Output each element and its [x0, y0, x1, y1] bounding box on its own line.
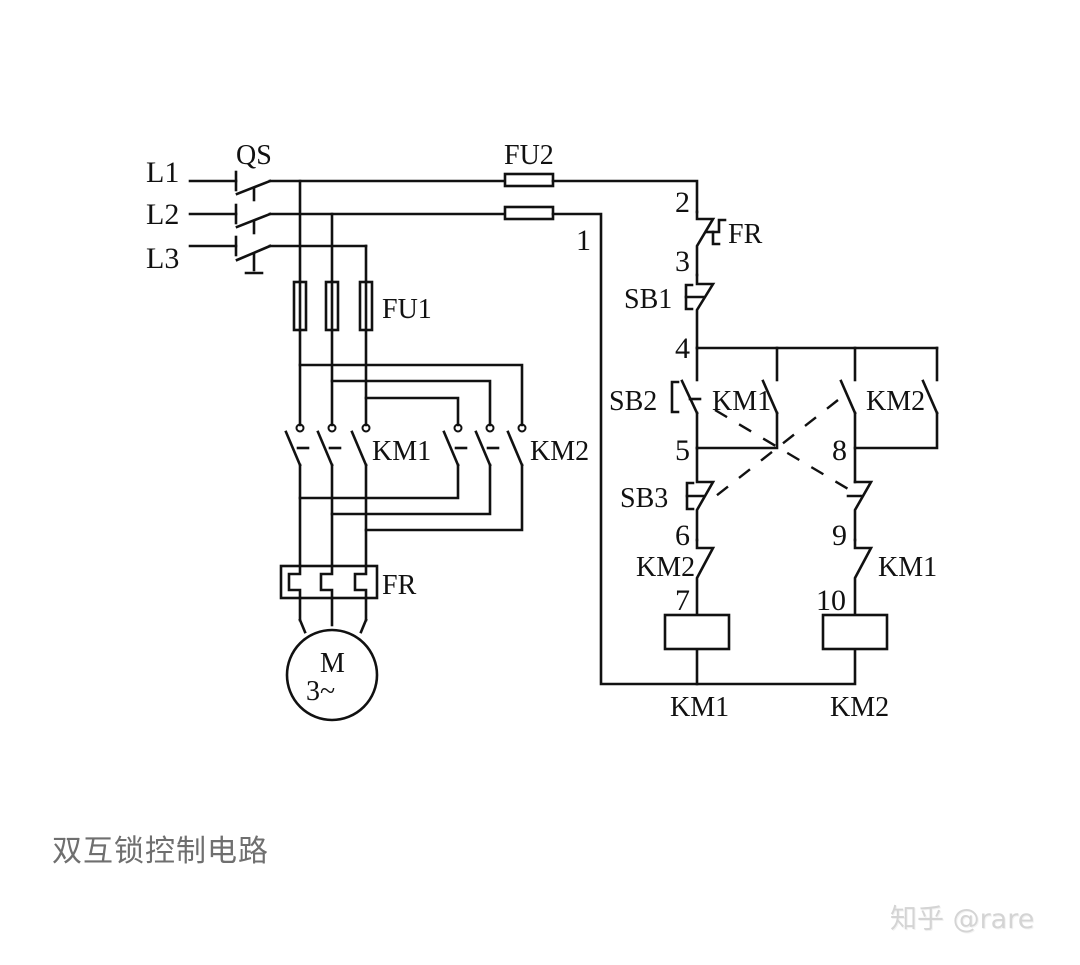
node-6: 6 [675, 519, 690, 552]
fuses-fu1 [292, 280, 374, 332]
label-SB3: SB3 [620, 483, 668, 514]
node-9: 9 [832, 519, 847, 552]
interlock-links [714, 399, 861, 498]
label-KM2-aux: KM2 [866, 386, 925, 417]
label-SB2: SB2 [609, 386, 657, 417]
label-SB1: SB1 [624, 284, 672, 315]
motor-symbol: M [320, 648, 345, 679]
node-1: 1 [576, 224, 591, 257]
label-KM1-main: KM1 [372, 436, 431, 467]
label-KM2-interlock: KM2 [636, 552, 695, 583]
node-10: 10 [816, 584, 846, 617]
node-2: 2 [675, 186, 690, 219]
label-L1: L1 [146, 156, 179, 189]
isolator-switch-qs [188, 170, 272, 275]
control-wiring [551, 179, 939, 686]
label-KM1-aux: KM1 [712, 386, 771, 417]
motor [285, 628, 379, 722]
label-coil-KM2: KM2 [830, 692, 889, 723]
label-FR-main: FR [382, 570, 417, 601]
label-KM1-interlock: KM1 [878, 552, 937, 583]
label-KM2-main: KM2 [530, 436, 589, 467]
node-8: 8 [832, 434, 847, 467]
circuit-diagram: L1 L2 L3 QS FU1 [146, 140, 939, 723]
fuse-fu2 [503, 172, 555, 221]
motor-phase: 3~ [306, 676, 335, 707]
label-FU1: FU1 [382, 294, 432, 325]
label-L2: L2 [146, 198, 179, 231]
thermal-relay-fr [279, 564, 379, 634]
label-QS: QS [236, 140, 272, 171]
label-L3: L3 [146, 242, 179, 275]
main-contactor-wiring [284, 328, 527, 572]
label-FU2: FU2 [504, 140, 554, 171]
node-5: 5 [675, 434, 690, 467]
node-7: 7 [675, 584, 690, 617]
diagram-caption: 双互锁控制电路 [52, 834, 269, 869]
label-coil-KM1: KM1 [670, 692, 729, 723]
node-4: 4 [675, 332, 690, 365]
power-bus [268, 179, 507, 284]
watermark: 知乎 @rare [890, 904, 1035, 935]
node-3: 3 [675, 245, 690, 278]
label-FR-control: FR [728, 219, 763, 250]
